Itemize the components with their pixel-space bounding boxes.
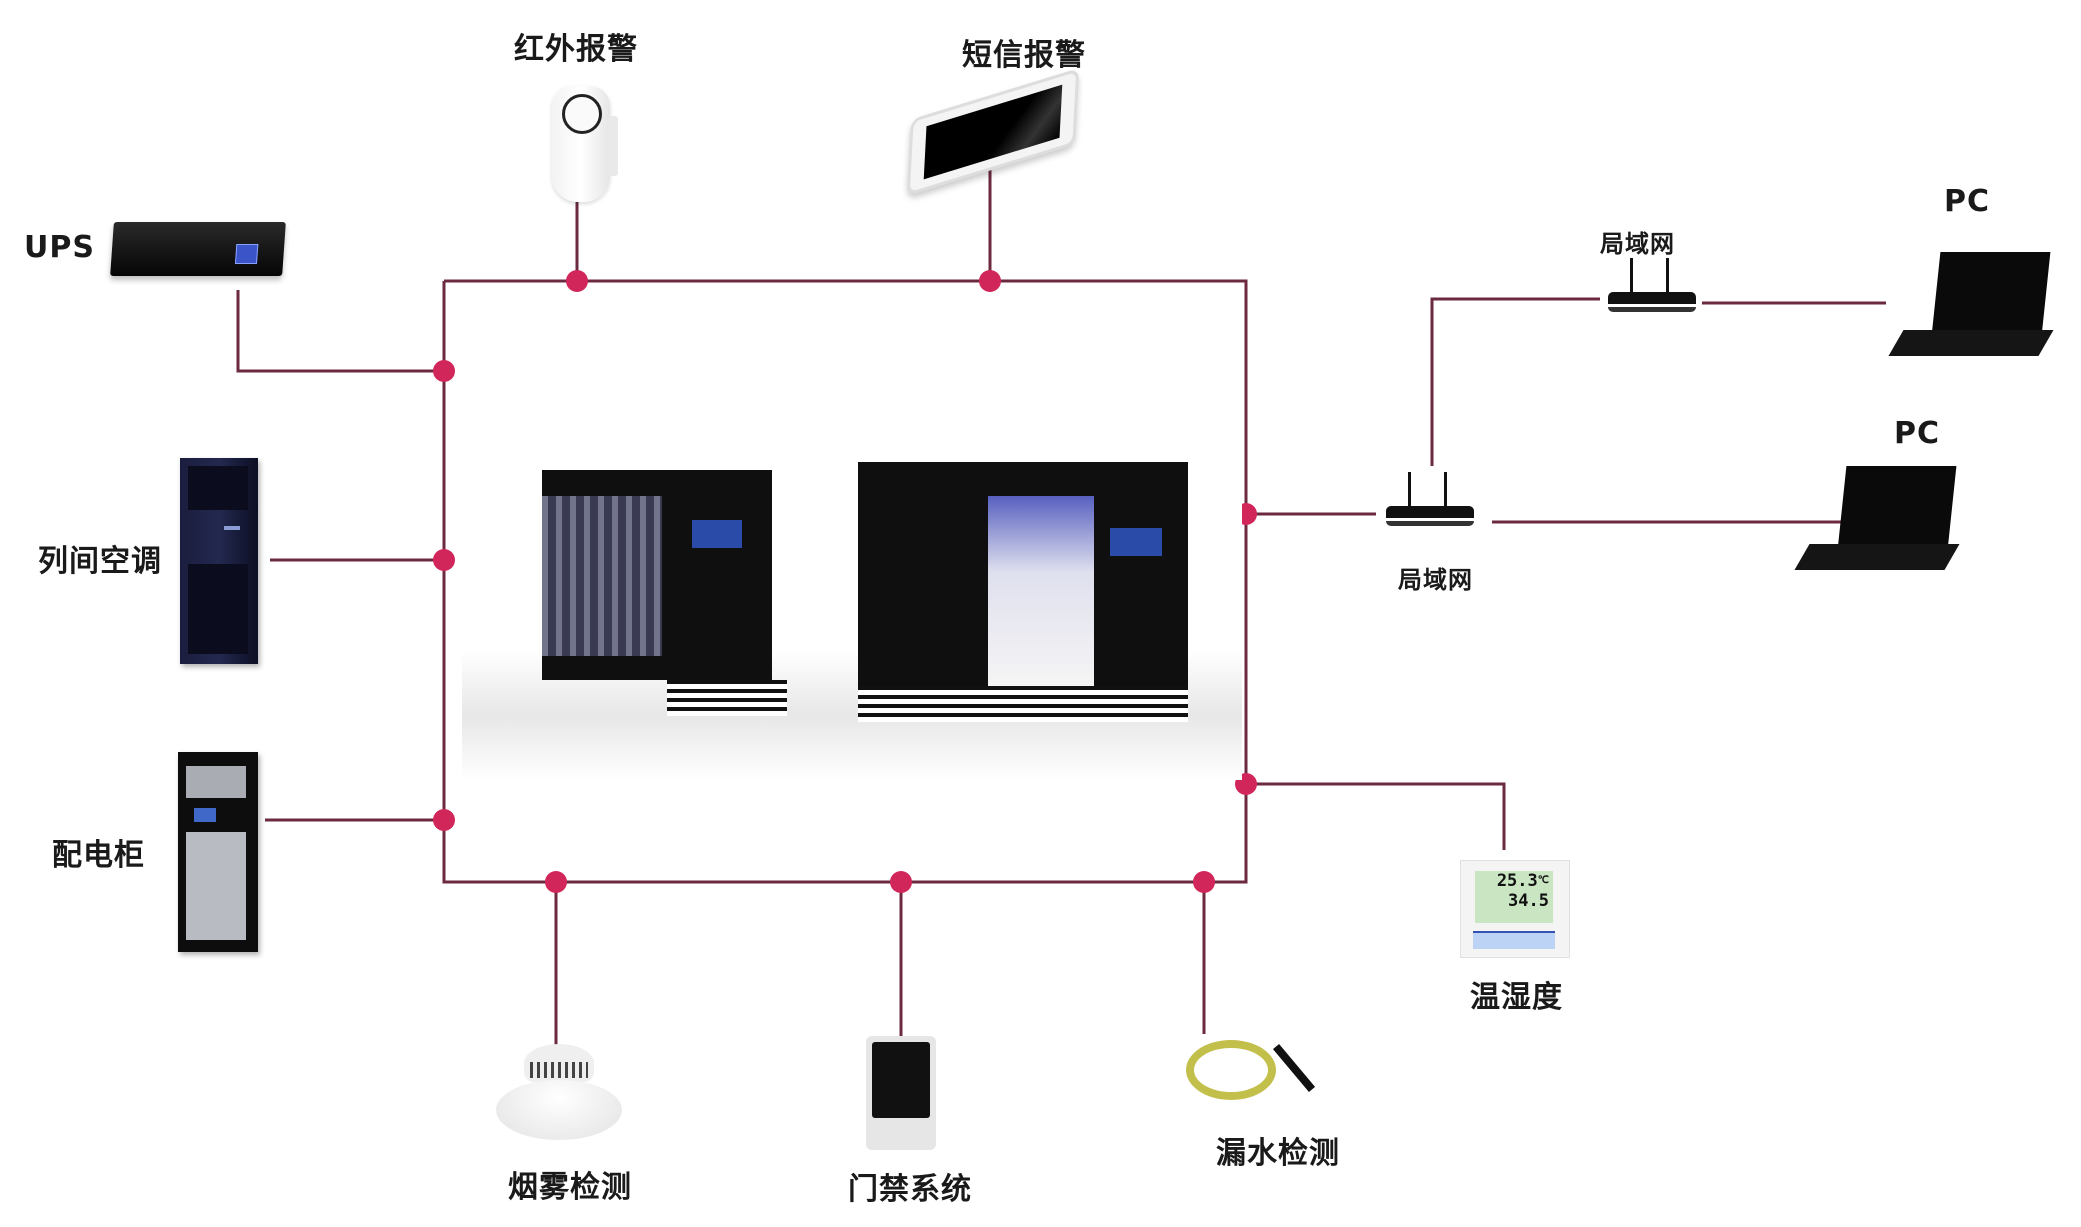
datacenter-module-left bbox=[542, 470, 787, 716]
distribution-cabinet-icon bbox=[178, 752, 258, 952]
ir-alarm-label: 红外报警 bbox=[514, 32, 638, 67]
bus-node-leak bbox=[1193, 871, 1215, 893]
wire-lan-link bbox=[1430, 297, 1600, 466]
router-icon bbox=[1386, 472, 1474, 526]
pc-upper-label: PC bbox=[1944, 184, 1991, 219]
laptop-icon bbox=[1888, 252, 2056, 360]
smoke-detector-icon bbox=[496, 1044, 622, 1144]
router-icon bbox=[1608, 258, 1696, 312]
precision-ac-label: 列间空调 bbox=[38, 544, 162, 579]
infrared-sensor-icon bbox=[552, 86, 618, 202]
thermo-hygrometer-icon: 25.3℃ 34.5 bbox=[1460, 860, 1570, 958]
lan-upper-label: 局域网 bbox=[1600, 230, 1675, 258]
bus-node-ac bbox=[433, 549, 455, 571]
air-conditioner-icon bbox=[180, 458, 258, 664]
monitor-screen bbox=[692, 520, 742, 548]
pc-lower-label: PC bbox=[1894, 416, 1941, 451]
bus-node-power bbox=[433, 809, 455, 831]
keypad-icon bbox=[866, 1036, 936, 1150]
leak-sensor-cable-icon bbox=[1186, 1040, 1316, 1100]
bus-node-access bbox=[890, 871, 912, 893]
ups-icon bbox=[110, 222, 286, 276]
temperature-unit: ℃ bbox=[1537, 875, 1549, 886]
lcd-readout: 25.3℃ 34.5 bbox=[1475, 871, 1553, 923]
ups-label: UPS bbox=[24, 230, 95, 265]
power-cabinet-label: 配电柜 bbox=[52, 838, 145, 873]
temp-humidity-label: 温湿度 bbox=[1470, 980, 1563, 1015]
wire-ups bbox=[236, 290, 444, 373]
laptop-icon bbox=[1794, 466, 1962, 574]
sms-alarm-label: 短信报警 bbox=[962, 38, 1086, 73]
smoke-label: 烟雾检测 bbox=[508, 1170, 632, 1205]
bus-node-sms bbox=[979, 270, 1001, 292]
bus-node-ir bbox=[566, 270, 588, 292]
temperature-value: 25.3 bbox=[1496, 871, 1538, 891]
micro-module-datacenter-icon bbox=[462, 456, 1242, 780]
wire-temp-humidity bbox=[1246, 782, 1506, 850]
access-control-label: 门禁系统 bbox=[848, 1172, 972, 1207]
water-leak-label: 漏水检测 bbox=[1216, 1136, 1340, 1171]
bus-node-smoke bbox=[545, 871, 567, 893]
bus-node-ups bbox=[433, 360, 455, 382]
datacenter-module-right bbox=[858, 462, 1188, 722]
bus-frame bbox=[442, 279, 1248, 884]
lan-lower-label: 局域网 bbox=[1398, 566, 1473, 594]
monitor-screen bbox=[1110, 528, 1162, 556]
humidity-value: 34.5 bbox=[1508, 891, 1549, 911]
